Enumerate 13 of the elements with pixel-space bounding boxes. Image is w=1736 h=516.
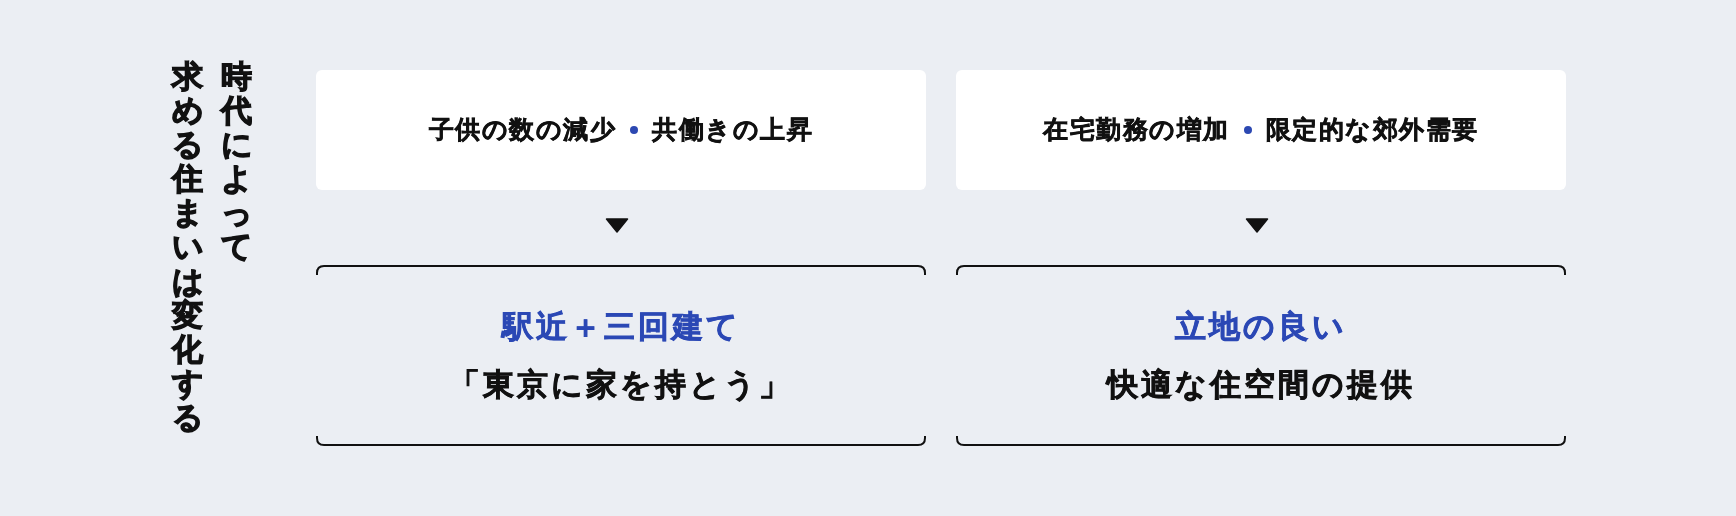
arrow [605, 218, 629, 233]
card-text: 限定的な郊外需要 [1265, 115, 1479, 145]
arrow [1245, 218, 1269, 233]
card-text: 子供の数の減少 [428, 115, 617, 145]
vertical-heading: 時代によって求める住まいは変化する [172, 59, 252, 435]
card-text: 在宅勤務の増加 [1043, 115, 1230, 145]
body-text: 「東京に家を持とう」 [449, 366, 793, 404]
heading-text: 立地の良い [1175, 307, 1347, 345]
card-text: 共働きの上昇 [652, 115, 814, 145]
heading-text: 駅近＋三回建て [501, 307, 741, 345]
body-text: 快適な住空間の提供 [1107, 366, 1415, 404]
info-card [956, 70, 1566, 190]
info-card [316, 70, 926, 190]
